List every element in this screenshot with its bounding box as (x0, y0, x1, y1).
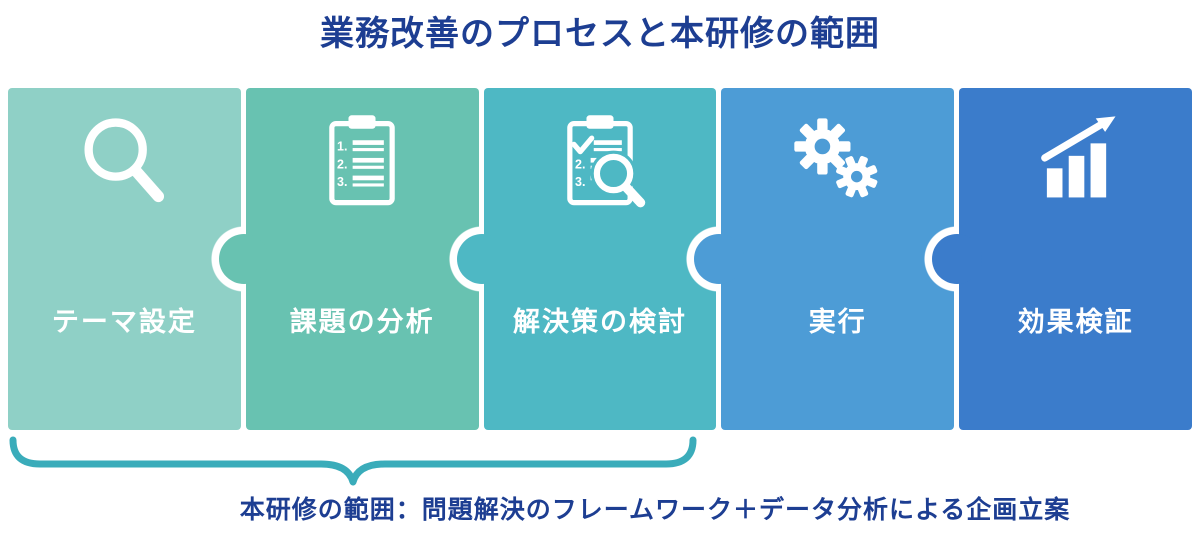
process-step-effect-verification: 効果検証 (932, 88, 1192, 430)
step-label: 効果検証 (1017, 307, 1134, 337)
process-step-theme-setting: テーマ設定 (8, 88, 241, 430)
process-step-solution-study: 2. 3. 解決策の検討 (456, 88, 717, 430)
step-label: テーマ設定 (51, 307, 197, 337)
growth-chart-icon (1024, 104, 1128, 216)
step-label: 実行 (808, 307, 867, 337)
process-flow: テーマ設定 1. 2. 3. 課題の分析 (8, 88, 1192, 430)
page-title: 業務改善のプロセスと本研修の範囲 (320, 15, 880, 53)
scope-caption: 本研修の範囲：問題解決のフレームワーク＋データ分析による企画立案 (239, 496, 1071, 524)
numbered-list-clipboard-icon: 1. 2. 3. (310, 104, 414, 216)
svg-text:3.: 3. (575, 175, 585, 189)
scope-brace (9, 436, 697, 486)
process-step-execution: 実行 (694, 88, 955, 430)
svg-text:2.: 2. (337, 157, 347, 171)
magnifier-icon (72, 104, 176, 216)
gears-icon (786, 104, 890, 216)
step-label: 解決策の検討 (512, 307, 687, 337)
svg-text:2.: 2. (575, 157, 585, 171)
step-label: 課題の分析 (289, 307, 435, 337)
checklist-magnifier-icon: 2. 3. (548, 104, 652, 216)
process-step-issue-analysis: 1. 2. 3. 課題の分析 (218, 88, 479, 430)
svg-text:3.: 3. (337, 175, 347, 189)
svg-text:1.: 1. (337, 140, 347, 154)
